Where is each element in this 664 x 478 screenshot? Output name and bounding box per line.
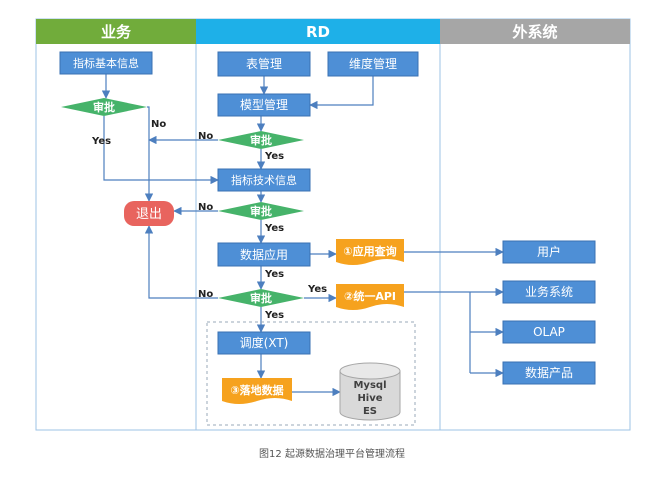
svg-text:维度管理: 维度管理 [349, 56, 397, 71]
box-table-mgmt: 表管理 [217, 51, 311, 77]
doc-unified-api: ②统一API [336, 284, 404, 310]
label-yes-tech: Yes [264, 223, 284, 234]
decision-model-approval: 审批 [218, 131, 304, 149]
svg-text:③落地数据: ③落地数据 [230, 383, 283, 397]
svg-text:数据产品: 数据产品 [525, 365, 573, 380]
target-olap: OLAP [502, 320, 596, 344]
box-dimension-mgmt: 维度管理 [327, 51, 419, 77]
label-yes-business: Yes [91, 136, 111, 147]
storage-mysql: Mysql [353, 380, 386, 391]
svg-text:业务系统: 业务系统 [525, 284, 573, 299]
decision-tech-approval: 审批 [218, 202, 304, 220]
storage-hive: Hive [357, 393, 382, 404]
label-yes-application: Yes [264, 269, 284, 280]
target-data-product: 数据产品 [502, 361, 596, 385]
svg-text:审批: 审批 [93, 100, 115, 114]
label-no-business: No [151, 119, 166, 130]
label-yes-model: Yes [264, 151, 284, 162]
target-user: 用户 [502, 240, 596, 264]
label-yes-to-scheduling: Yes [264, 310, 284, 321]
label-no-model: No [198, 131, 213, 142]
scheduling-group [206, 321, 416, 426]
lane-header-rd-bg [196, 19, 440, 44]
target-business-system: 业务系统 [502, 280, 596, 304]
svg-text:审批: 审批 [250, 291, 272, 305]
decision-business-approval: 审批 [61, 98, 147, 116]
edge-business-no-to-exit [144, 106, 154, 202]
lane-header-external-bg [440, 19, 630, 44]
box-data-application: 数据应用 [217, 242, 311, 267]
lane-header-business: 业务 [101, 23, 132, 41]
svg-text:模型管理: 模型管理 [240, 97, 288, 112]
decision-application-approval: 审批 [218, 289, 304, 307]
lane-header-rd: RD [306, 23, 330, 41]
box-metric-basic-info: 指标基本信息 [59, 51, 153, 75]
svg-text:指标技术信息: 指标技术信息 [231, 173, 297, 187]
svg-text:②统一API: ②统一API [344, 289, 396, 303]
lane-rd [195, 18, 441, 431]
edge-dimension-to-model [309, 76, 374, 110]
doc-app-query: ①应用查询 [336, 239, 404, 265]
figure-caption: 图12 起源数据治理平台管理流程 [259, 447, 405, 460]
svg-text:审批: 审批 [250, 133, 272, 147]
svg-text:数据应用: 数据应用 [240, 247, 288, 262]
svg-text:①应用查询: ①应用查询 [343, 244, 396, 258]
svg-text:退出: 退出 [136, 207, 162, 222]
svg-text:表管理: 表管理 [246, 56, 282, 71]
svg-text:用户: 用户 [537, 244, 561, 259]
lane-header-external: 外系统 [511, 23, 557, 41]
edge-app-no-to-exit [144, 225, 218, 299]
box-model-mgmt: 模型管理 [217, 93, 311, 117]
box-scheduling: 调度(XT) [217, 331, 311, 355]
svg-text:指标基本信息: 指标基本信息 [73, 56, 139, 70]
label-no-application: No [198, 289, 213, 300]
doc-landing-data: ③落地数据 [222, 378, 292, 404]
svg-text:审批: 审批 [250, 204, 272, 218]
svg-text:OLAP: OLAP [533, 325, 565, 339]
lane-header-business-bg [36, 19, 196, 44]
connectors [101, 74, 504, 397]
svg-text:调度(XT): 调度(XT) [240, 335, 289, 350]
storage-es: ES [363, 406, 377, 417]
exit-node: 退出 [124, 201, 174, 226]
lane-business [35, 18, 197, 431]
label-no-tech: No [198, 202, 213, 213]
box-metric-tech-info: 指标技术信息 [217, 168, 311, 192]
storage-cylinder: Mysql Hive ES [339, 362, 401, 421]
edge-business-yes-to-tech [103, 116, 219, 185]
label-yes-to-api: Yes [307, 284, 327, 295]
